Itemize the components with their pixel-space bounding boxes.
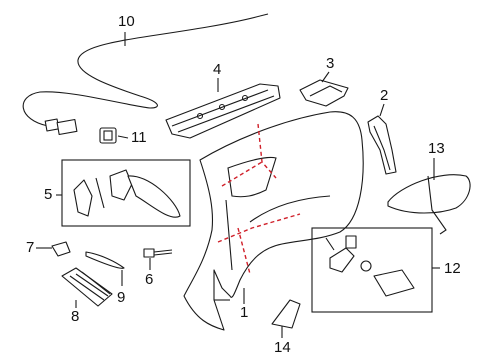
callout-9: 9: [117, 289, 126, 306]
part-14-trim-strip: [271, 299, 301, 329]
part-13-cover: [387, 174, 471, 235]
callout-13: 13: [428, 140, 445, 157]
part-6-bolt: [143, 248, 173, 258]
part-1-quarter-panel: [183, 111, 364, 331]
callout-5: 5: [44, 186, 53, 203]
callout-1: 1: [240, 304, 249, 321]
group-box-12: [311, 227, 433, 313]
part-5-trim-pieces: [73, 169, 181, 218]
callout-6: 6: [145, 271, 154, 288]
part-10-release-cable: [22, 13, 269, 136]
part-4-rail: [165, 83, 281, 139]
callout-3: 3: [326, 55, 335, 72]
callout-2: 2: [380, 87, 389, 104]
cut-lines: [217, 123, 301, 275]
part-8-vent-grille: [61, 267, 113, 307]
part-3-bracket: [299, 79, 349, 107]
callout-10: 10: [118, 13, 135, 30]
part-9-strip: [85, 251, 125, 269]
part-7-clip: [51, 241, 71, 257]
part-2-brace: [367, 115, 397, 175]
part-11-clip: [99, 127, 117, 144]
callout-8: 8: [71, 308, 80, 325]
callout-11: 11: [131, 129, 147, 146]
group-box-5: [61, 159, 191, 227]
part-12-fuel-door-assembly: [325, 235, 415, 297]
callout-7: 7: [26, 239, 35, 256]
callout-12: 12: [444, 260, 461, 277]
leader-lines: [36, 32, 440, 338]
callout-4: 4: [213, 61, 222, 78]
callout-14: 14: [274, 339, 291, 356]
